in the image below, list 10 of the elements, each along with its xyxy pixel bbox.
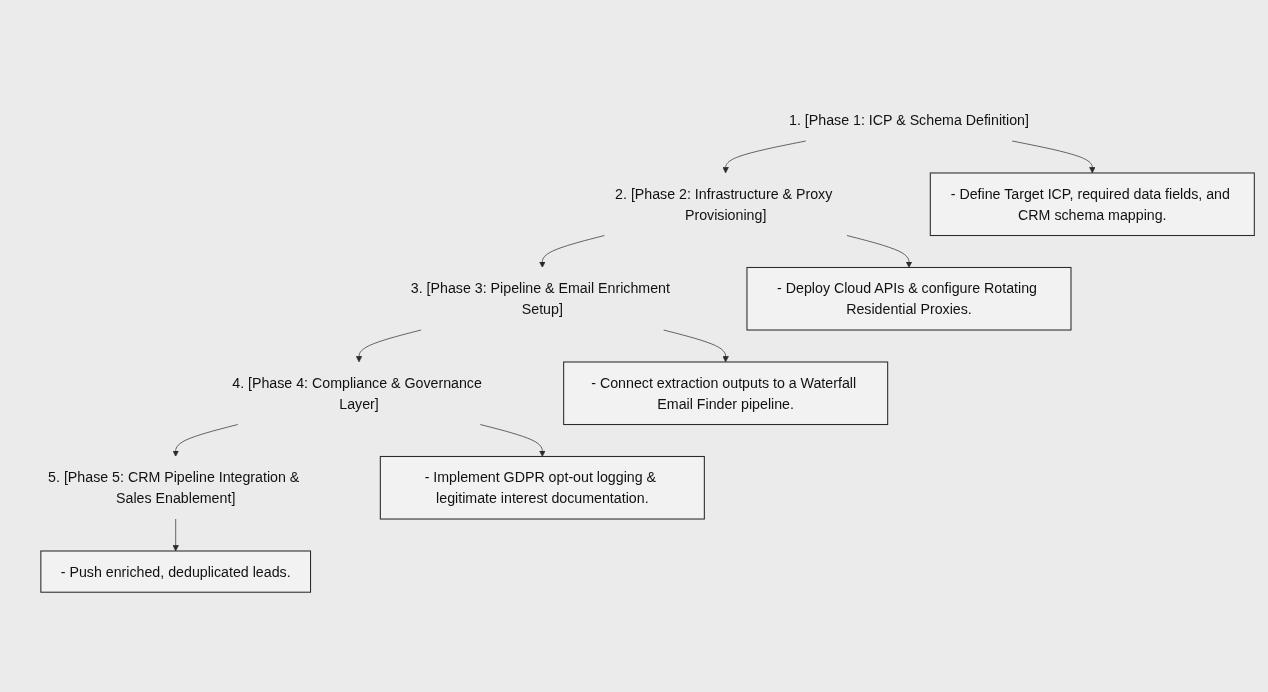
node-box: - Connect extraction outputs to a Waterfall Email Finder pipeline. <box>563 361 889 426</box>
node-text: 5. [Phase 5: CRM Pipeline Integration & Sales Enablement] <box>48 469 300 507</box>
node-text: 4. [Phase 4: Compliance & Governance Layer] <box>232 374 482 412</box>
node-box: - Deploy Cloud APIs & configure Rotating Residential Proxies. <box>746 266 1072 331</box>
node-text: 1. [Phase 1: ICP & Schema Definition] <box>789 112 1029 129</box>
node-box: - Push enriched, deduplicated leads. <box>40 550 312 593</box>
node-box: - Define Target ICP, required data fields, and CRM schema mapping. <box>929 172 1255 237</box>
node-text: 3. [Phase 3: Pipeline & Email Enrichment Setup] <box>410 280 670 318</box>
node-text: 2. [Phase 2: Infrastructure & Proxy Provisioning] <box>615 185 833 223</box>
node-box: - Implement GDPR opt-out logging & legitimate interest documentation. <box>379 455 705 520</box>
